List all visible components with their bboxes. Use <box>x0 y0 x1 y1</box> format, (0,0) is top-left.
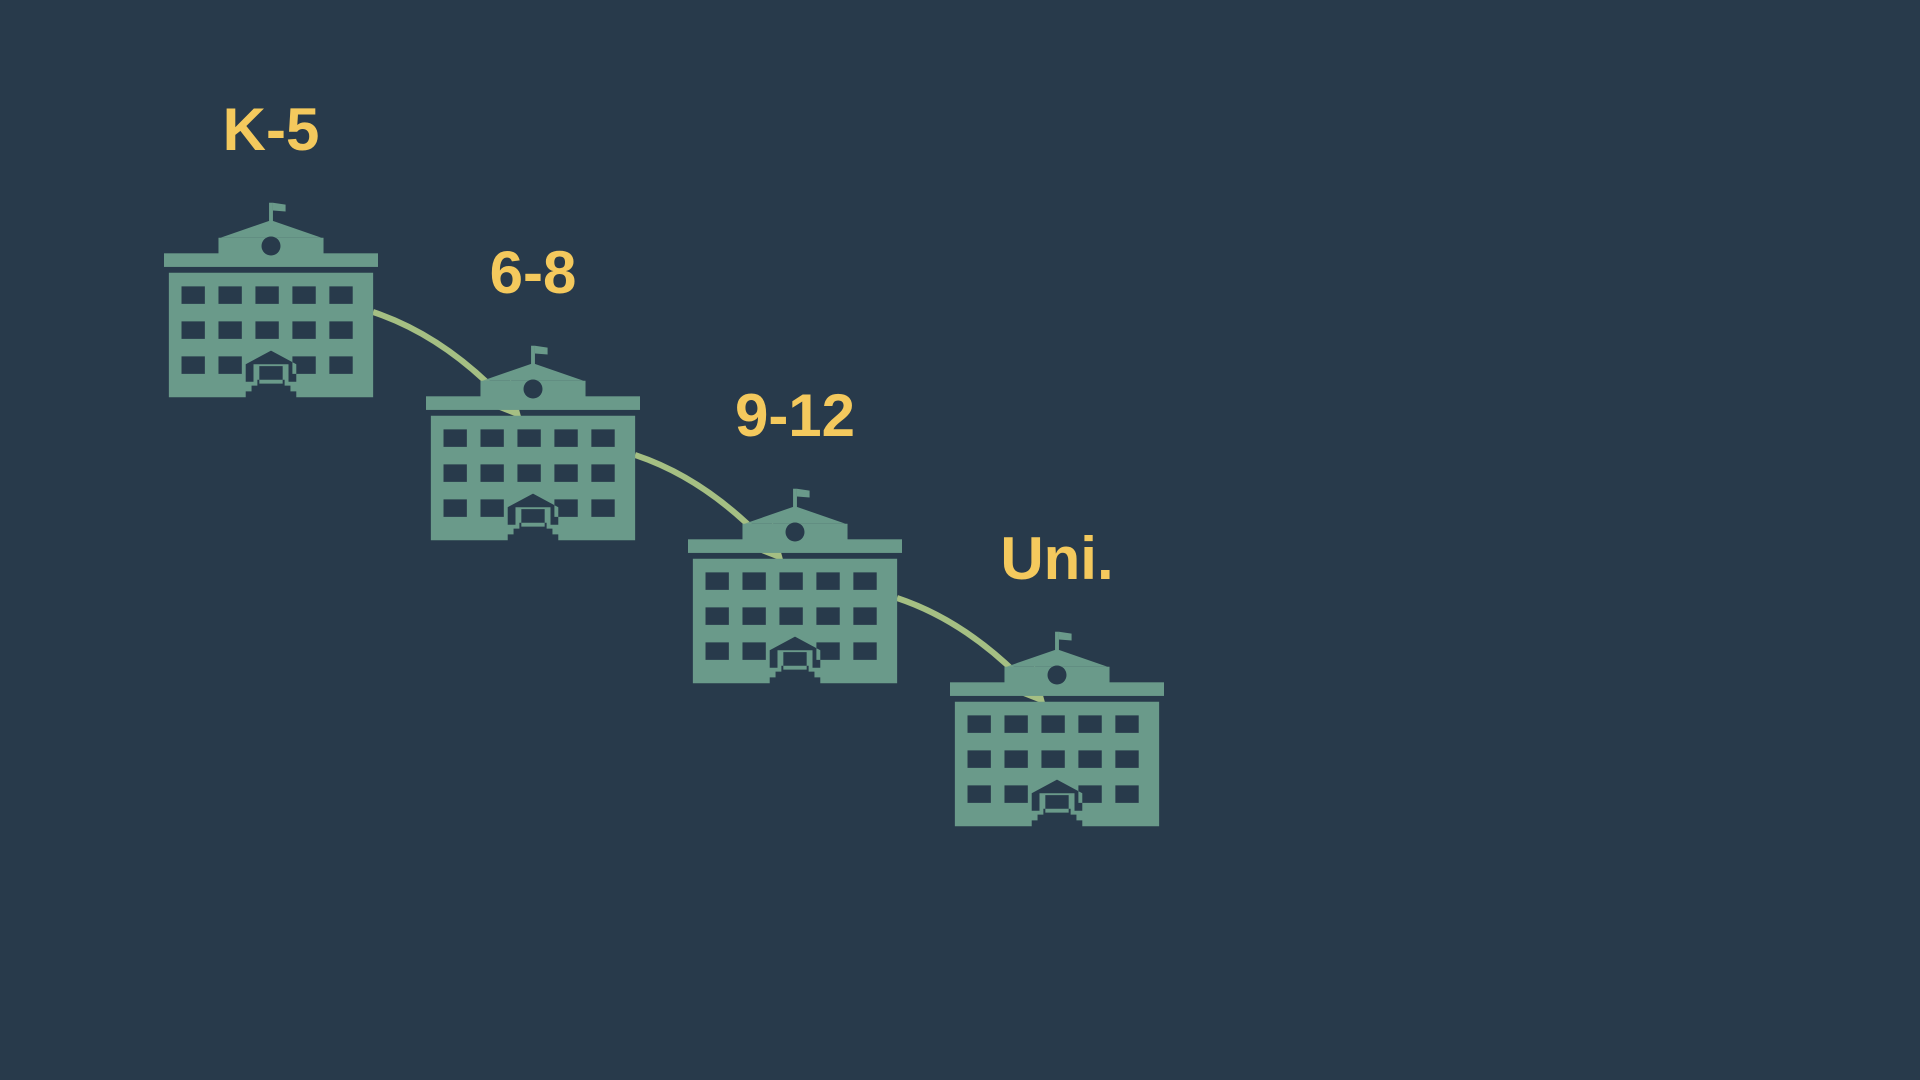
school-building-icon <box>164 202 378 398</box>
stage-label: K-5 <box>223 96 320 163</box>
stage-label: 9-12 <box>735 382 855 449</box>
school-building-icon <box>426 345 640 541</box>
school-building-icon <box>688 488 902 684</box>
stage-label: Uni. <box>1000 525 1113 592</box>
school-building-icon <box>950 631 1164 827</box>
school-buildings <box>164 202 1164 827</box>
stage-label: 6-8 <box>490 239 577 306</box>
